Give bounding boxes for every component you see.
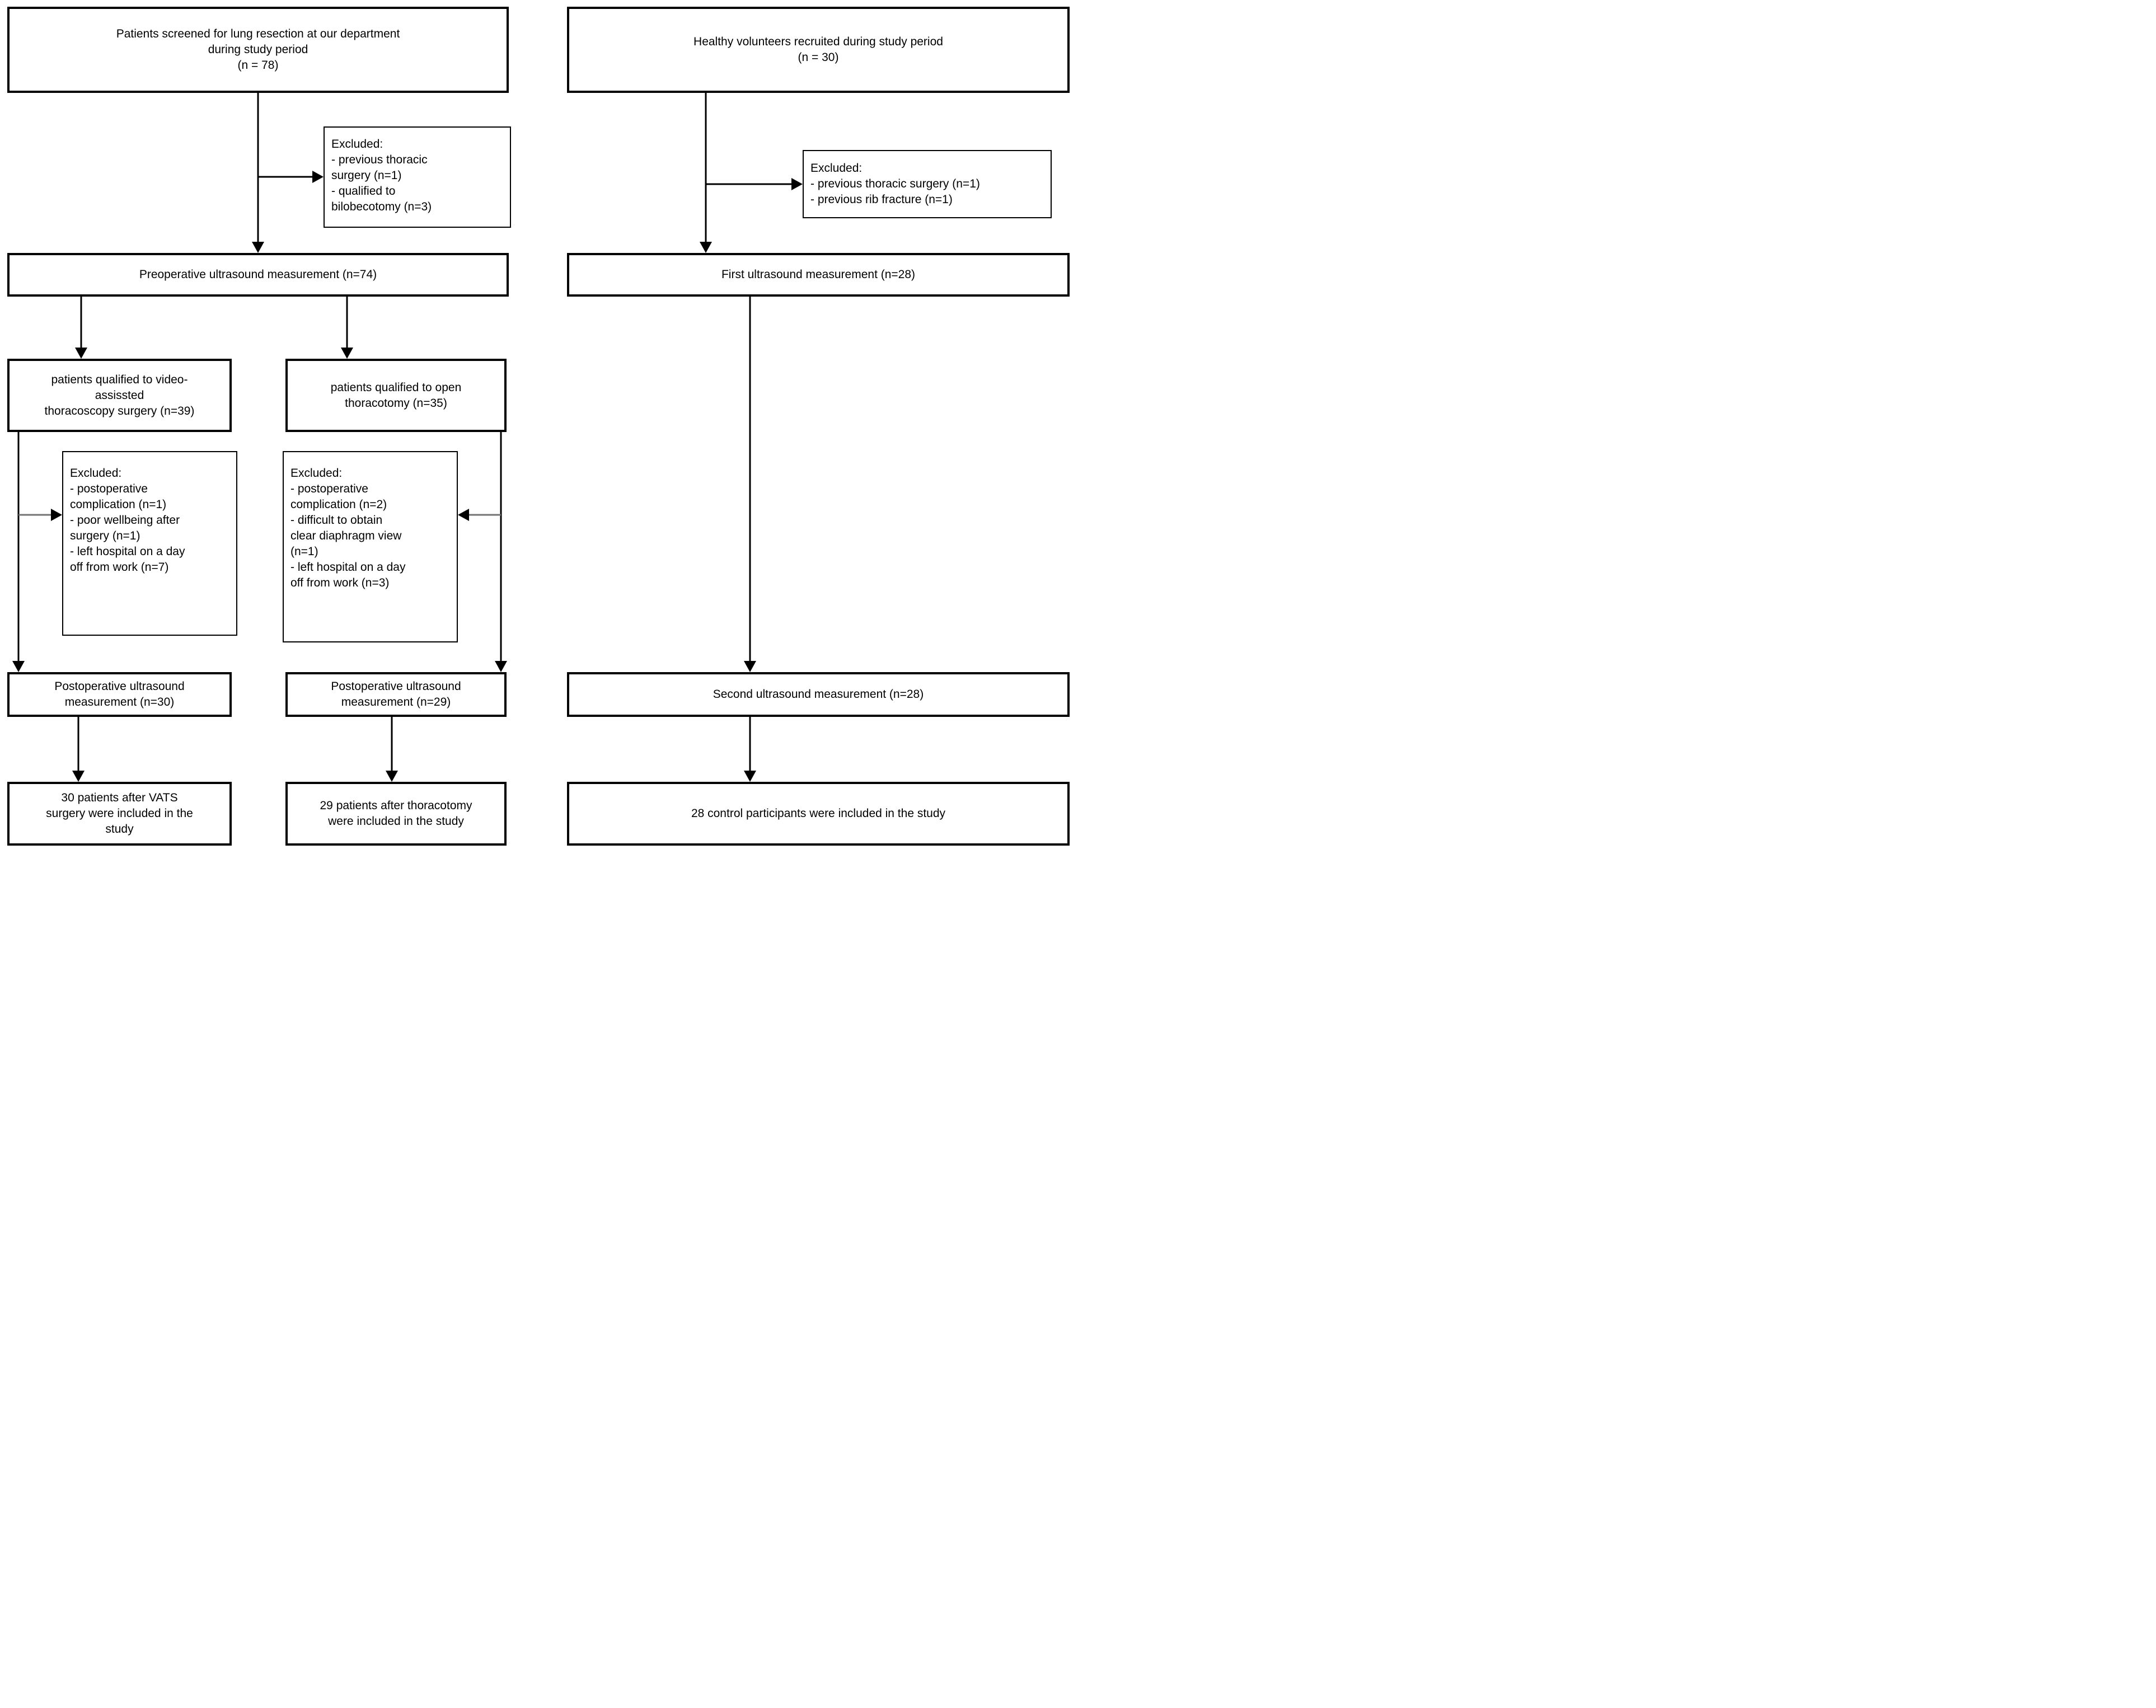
connector-screened-to-excluded-screening	[258, 171, 324, 183]
node-excluded-volunteers: Excluded: - previous thoracic surgery (n…	[803, 150, 1052, 218]
node-vats-qualified: patients qualified to video- assissted t…	[7, 359, 232, 432]
node-included-thoracotomy: 29 patients after thoracotomy were inclu…	[285, 782, 507, 846]
node-second-measurement: Second ultrasound measurement (n=28)	[567, 672, 1070, 717]
connector-thoracotomy-to-excluded-thoracotomy	[458, 509, 501, 521]
node-excluded-thoracotomy: Excluded: - postoperative complication (…	[283, 451, 458, 642]
node-preoperative-measurement: Preoperative ultrasound measurement (n=7…	[7, 253, 509, 297]
connector-vats-to-postop-vats	[12, 432, 25, 672]
connector-postop-thoracotomy-to-included-thoracotomy	[386, 717, 398, 782]
connector-second-to-included-controls	[744, 717, 756, 782]
node-postoperative-vats: Postoperative ultrasound measurement (n=…	[7, 672, 232, 717]
connector-preop-to-vats	[75, 297, 87, 359]
node-included-controls: 28 control participants were included in…	[567, 782, 1070, 846]
connector-postop-vats-to-included-vats	[72, 717, 85, 782]
node-excluded-vats: Excluded: - postoperative complication (…	[62, 451, 237, 636]
connector-preop-to-thoracotomy	[341, 297, 353, 359]
connector-first-to-second	[744, 297, 756, 672]
node-patients-screened: Patients screened for lung resection at …	[7, 7, 509, 93]
connector-screened-to-preop	[252, 93, 264, 253]
connector-vats-to-excluded-vats	[18, 509, 62, 521]
node-healthy-volunteers: Healthy volunteers recruited during stud…	[567, 7, 1070, 93]
node-first-measurement: First ultrasound measurement (n=28)	[567, 253, 1070, 297]
node-included-vats: 30 patients after VATS surgery were incl…	[7, 782, 232, 846]
flow-diagram: Patients screened for lung resection at …	[0, 0, 1078, 854]
node-thoracotomy-qualified: patients qualified to open thoracotomy (…	[285, 359, 507, 432]
connector-thoracotomy-to-postop-thoracotomy	[495, 432, 507, 672]
connector-healthy-to-first	[700, 93, 712, 253]
node-excluded-screening: Excluded: - previous thoracic surgery (n…	[324, 126, 511, 228]
node-postoperative-thoracotomy: Postoperative ultrasound measurement (n=…	[285, 672, 507, 717]
connector-layer	[12, 93, 803, 782]
connector-healthy-to-excluded-volunteers	[706, 178, 803, 190]
